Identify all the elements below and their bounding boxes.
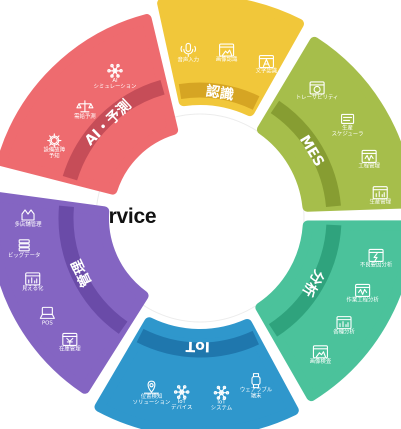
item-label: 設備故障予知: [44, 146, 66, 160]
item-management-2: 見える化: [22, 272, 44, 292]
item-label: 多店舗管理: [15, 220, 43, 228]
item-ai-1: 需給予測: [74, 100, 96, 120]
image-check-icon: [312, 345, 328, 359]
item-mes-1: 生産スケジューラ: [332, 113, 364, 137]
item-iot-3: ウェアラブル端末: [240, 373, 273, 400]
item-label: 作業工程分析: [346, 295, 379, 303]
cycle-window-icon: [309, 81, 325, 95]
band-iot: [136, 328, 259, 358]
band-ai: [62, 80, 165, 181]
item-recognition-1: 画像認識: [216, 43, 238, 63]
item-mes-3: 生産管理: [369, 186, 392, 206]
system-network-icon: [213, 385, 230, 400]
item-mes-0: トレーサビリティ: [296, 81, 339, 101]
band-analysis: [268, 224, 342, 337]
brain-network-icon: [107, 63, 123, 78]
segment-label-recognition: 認識: [205, 82, 235, 103]
petal-mes: [256, 36, 401, 212]
item-management-4: 多店舗管理: [15, 209, 43, 228]
yen-window-icon: [62, 332, 78, 346]
lightning-window-icon: [368, 248, 384, 262]
band-mes: [270, 100, 341, 208]
item-label: POS: [42, 320, 53, 326]
item-mes-2: 工程管理: [358, 149, 381, 169]
item-label: 不良要因分析: [360, 260, 393, 268]
stores-icon: [21, 209, 35, 221]
segment-label-iot: IoT: [185, 338, 210, 354]
waveform-window-icon: [355, 283, 371, 297]
item-label: ビッグデータ: [8, 251, 40, 259]
item-ai-2: 設備故障予知: [44, 133, 66, 160]
item-recognition-2: 文字認識: [256, 54, 278, 75]
server-stack-icon: [18, 239, 30, 252]
band-recognition: [178, 82, 260, 110]
item-label: 在庫管理: [59, 344, 81, 352]
item-label: 生産管理: [369, 198, 391, 206]
item-label: トレーサビリティ: [296, 93, 339, 101]
band-management: [58, 205, 128, 334]
chart-window-icon: [336, 316, 352, 330]
item-label: 音声入力: [177, 55, 199, 63]
dashboard-icon: [25, 272, 41, 286]
map-pin-icon: [143, 380, 160, 394]
petal-analysis: [255, 220, 401, 402]
schedule-icon: [341, 113, 355, 125]
item-management-1: POS: [39, 306, 55, 326]
bar-chart-window-icon: [372, 186, 388, 200]
item-iot-0: 位置検知ソリューション: [133, 380, 171, 406]
smartwatch-icon: [251, 373, 261, 389]
item-label: 各種分析: [333, 328, 355, 336]
petal-management: [0, 192, 149, 394]
pos-terminal-icon: [39, 306, 55, 319]
item-label: 生産スケジューラ: [332, 123, 364, 137]
item-label: 画像認識: [216, 55, 238, 63]
item-analysis-0: 不良要因分析: [360, 248, 393, 268]
device-network-icon: [173, 385, 190, 399]
item-analysis-1: 作業工程分析: [346, 283, 379, 303]
item-label: ウェアラブル端末: [240, 386, 273, 400]
item-label: 位置検知ソリューション: [133, 392, 171, 406]
item-analysis-3: 画像検査: [310, 345, 332, 365]
scale-balance-icon: [76, 100, 94, 113]
item-recognition-0: 音声入力: [177, 42, 199, 63]
item-label: 画像検査: [310, 357, 332, 365]
process-window-icon: [361, 149, 377, 163]
gear-settings-icon: [47, 133, 62, 148]
item-analysis-2: 各種分析: [333, 316, 355, 336]
microphone-icon: [180, 42, 197, 57]
item-label: 工程管理: [358, 161, 380, 169]
item-label: 需給予測: [74, 112, 96, 120]
image-scan-icon: [219, 43, 235, 57]
item-label: 文字認識: [256, 67, 278, 75]
text-scan-icon: [258, 54, 274, 69]
item-management-0: 在庫管理: [59, 332, 81, 352]
item-management-3: ビッグデータ: [8, 239, 40, 259]
item-label: 見える化: [22, 284, 44, 292]
